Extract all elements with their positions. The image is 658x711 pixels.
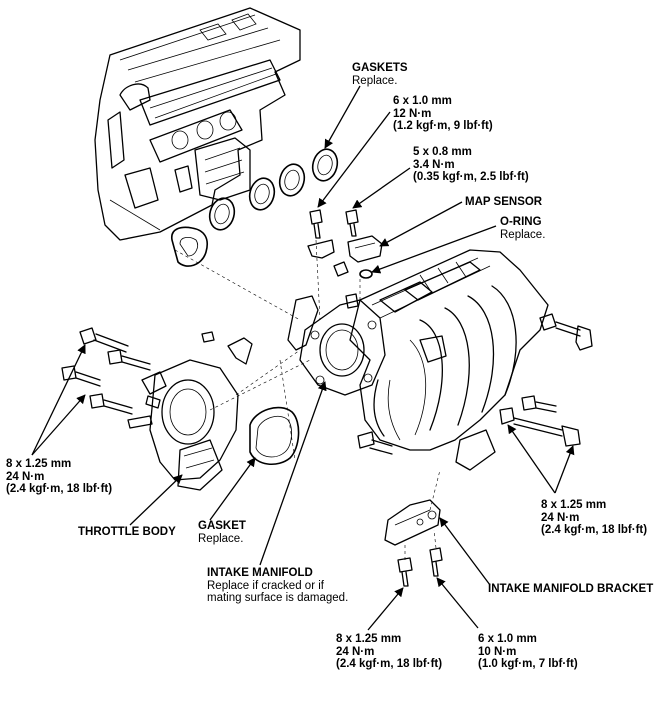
alignment-lines: [174, 239, 441, 560]
bolt-torque: 24 N·m: [6, 470, 45, 483]
callout-bolt-6x10-bottom: 6 x 1.0 mm 10 N·m (1.0 kgf·m, 7 lbf·ft): [478, 633, 578, 671]
bolt-torque: 3.4 N·m: [413, 158, 455, 171]
bolt-size: 6 x 1.0 mm: [478, 633, 537, 645]
bolt-torque-alt: (2.4 kgf·m, 18 lbf·ft): [541, 524, 648, 536]
callout-bolt-8x125-right: 8 x 1.25 mm 24 N·m (2.4 kgf·m, 18 lbf·ft…: [541, 499, 647, 537]
map-sensor-part: [347, 235, 383, 279]
intake-manifold-part: [287, 249, 549, 471]
throttle-body-part: [127, 359, 239, 491]
callout-throttle-body: THROTTLE BODY: [78, 526, 176, 539]
throttle-small-parts: [201, 331, 253, 365]
callout-intake-manifold: INTAKE MANIFOLD Replace if cracked or if…: [207, 567, 348, 605]
map-sensor-title: MAP SENSOR: [465, 196, 543, 208]
right-bolts: [499, 313, 593, 447]
bolt-torque: 10 N·m: [478, 645, 517, 658]
gaskets-title: GASKETS: [352, 62, 408, 74]
bolt-torque: 24 N·m: [541, 511, 580, 524]
callout-bolt-5x08: 5 x 0.8 mm 3.4 N·m (0.35 kgf·m, 2.5 lbf·…: [413, 146, 529, 184]
bolt-torque-alt: (1.2 kgf·m, 9 lbf·ft): [393, 120, 493, 132]
gaskets-note: Replace.: [352, 74, 398, 87]
callout-bolt-8x125-left: 8 x 1.25 mm 24 N·m (2.4 kgf·m, 18 lbf·ft…: [6, 458, 112, 496]
bolt-torque-alt: (1.0 kgf·m, 7 lbf·ft): [478, 658, 578, 670]
o-ring-note: Replace.: [500, 228, 546, 241]
callout-map-sensor: MAP SENSOR: [465, 196, 542, 209]
intake-manifold-note-1: Replace if cracked or if: [207, 579, 324, 592]
bolt-torque: 12 N·m: [393, 107, 432, 120]
bolt-size: 8 x 1.25 mm: [541, 499, 607, 511]
callout-bolt-8x125-bottom: 8 x 1.25 mm 24 N·m (2.4 kgf·m, 18 lbf·ft…: [336, 633, 442, 671]
bracket-title: INTAKE MANIFOLD BRACKET: [488, 583, 654, 595]
bolt-torque-alt: (2.4 kgf·m, 18 lbf·ft): [6, 483, 113, 495]
callout-intake-manifold-bracket: INTAKE MANIFOLD BRACKET: [488, 583, 653, 596]
throttle-gasket-part: [249, 406, 300, 465]
bolt-torque-alt: (0.35 kgf·m, 2.5 lbf·ft): [413, 171, 529, 183]
callout-o-ring: O-RING Replace.: [500, 216, 545, 241]
left-bolts: [61, 327, 151, 415]
callout-gasket-tb: GASKET Replace.: [198, 520, 246, 545]
bolt-size: 8 x 1.25 mm: [336, 633, 402, 645]
bolt-torque-alt: (2.4 kgf·m, 18 lbf·ft): [336, 658, 443, 670]
port-gaskets: [171, 148, 339, 267]
bottom-bolts: [397, 547, 443, 587]
top-bolts: [307, 209, 359, 277]
callout-bolt-6x10-top: 6 x 1.0 mm 12 N·m (1.2 kgf·m, 9 lbf·ft): [393, 95, 493, 133]
intake-manifold-note-2: mating surface is damaged.: [207, 592, 349, 604]
intake-manifold-title: INTAKE MANIFOLD: [207, 567, 313, 579]
bolt-size: 8 x 1.25 mm: [6, 458, 72, 470]
o-ring-title: O-RING: [500, 216, 542, 228]
callout-gaskets: GASKETS Replace.: [352, 62, 408, 87]
gasket-note: Replace.: [198, 532, 244, 545]
gasket-title: GASKET: [198, 520, 246, 532]
manifold-bracket-part: [384, 499, 441, 546]
throttle-body-title: THROTTLE BODY: [78, 526, 176, 538]
leader-lines: [31, 85, 575, 631]
bolt-size: 5 x 0.8 mm: [413, 146, 472, 158]
bolt-size: 6 x 1.0 mm: [393, 95, 452, 107]
bolt-torque: 24 N·m: [336, 645, 375, 658]
